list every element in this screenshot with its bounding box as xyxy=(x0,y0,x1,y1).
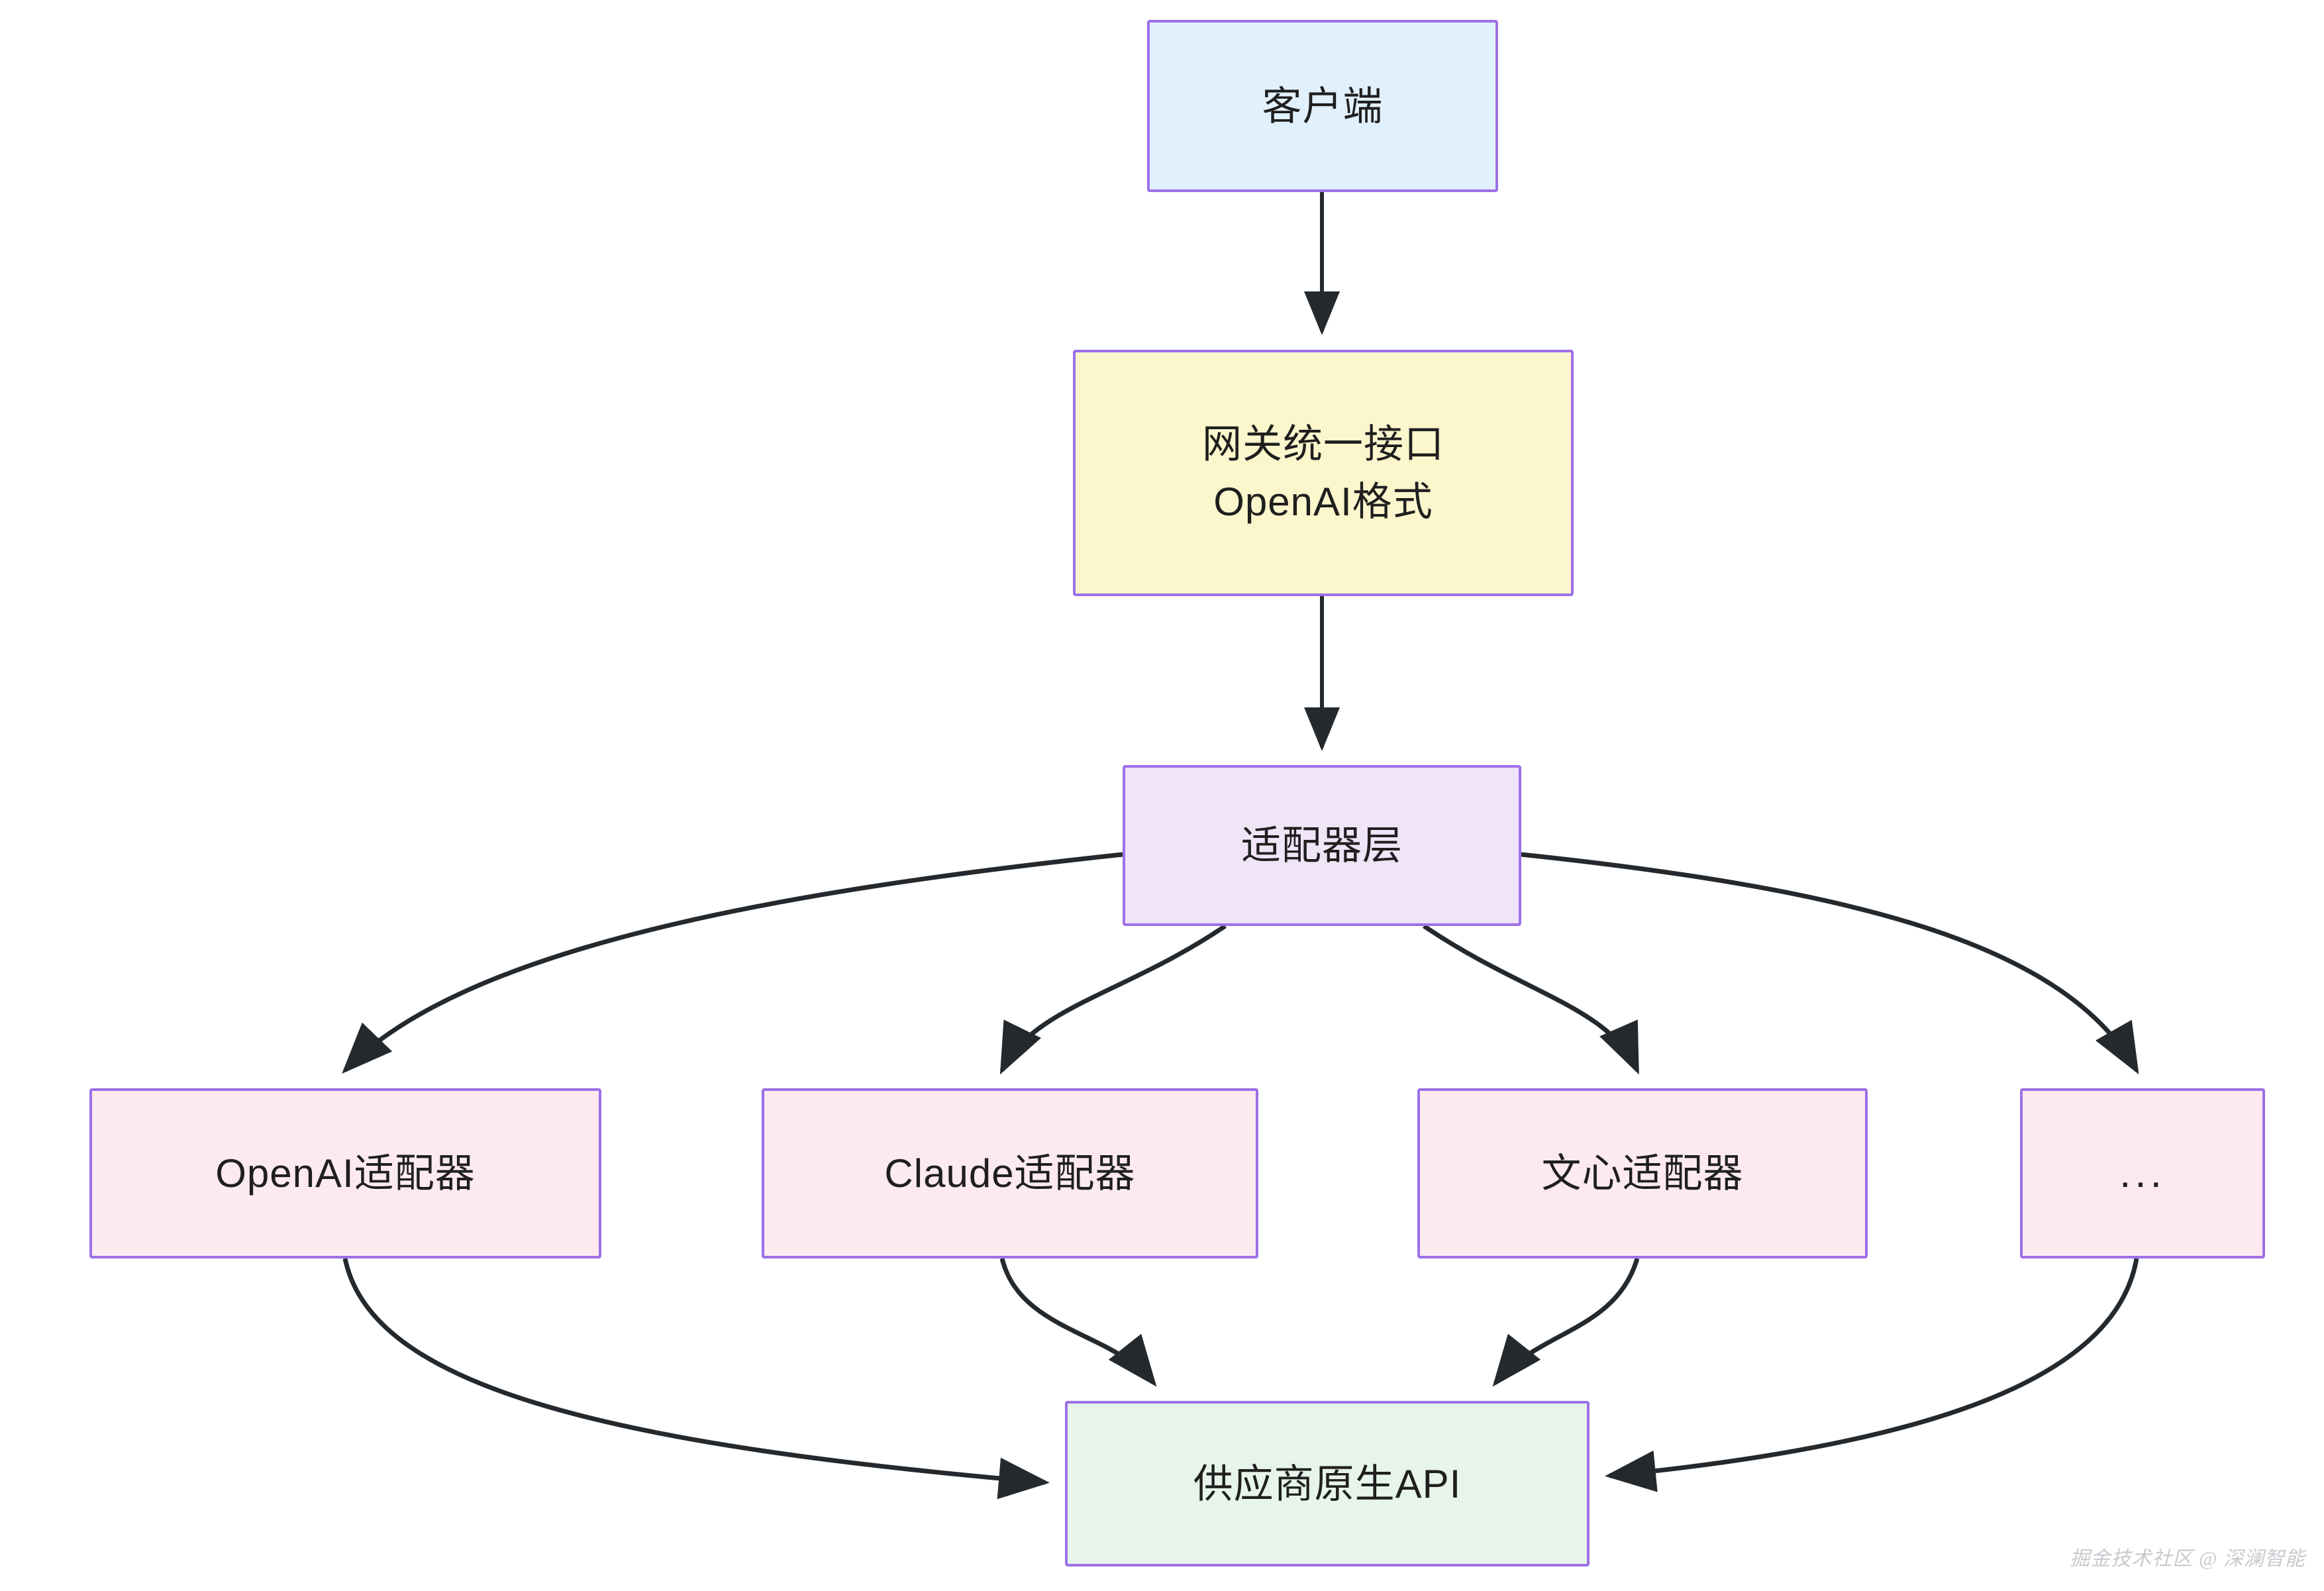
edge-adapter-layer-to-claude-adapter xyxy=(999,924,1227,1075)
edge-more-adapter-to-provider-api xyxy=(1605,1258,2139,1492)
edge-adapter-layer-to-wenxin-adapter xyxy=(1423,924,1640,1075)
node-provider-api[interactable]: 供应商原生API xyxy=(1065,1401,1590,1566)
node-wenxin-adapter-label: 文心适配器 xyxy=(1541,1151,1744,1196)
node-adapter-layer-label: 适配器层 xyxy=(1241,823,1403,868)
node-claude-adapter-label: Claude适配器 xyxy=(884,1151,1136,1196)
node-provider-api-label: 供应商原生API xyxy=(1193,1461,1462,1506)
edge-openai-adapter-to-provider-api xyxy=(342,1258,1050,1500)
node-gateway-label-line2: OpenAI格式 xyxy=(1213,480,1433,524)
node-wenxin-adapter[interactable]: 文心适配器 xyxy=(1417,1088,1868,1258)
edge-claude-adapter-to-provider-api xyxy=(999,1258,1157,1387)
node-client-label: 客户端 xyxy=(1262,83,1384,128)
node-more-adapter[interactable]: ... xyxy=(2020,1088,2265,1258)
node-openai-adapter-label: OpenAI适配器 xyxy=(215,1151,476,1196)
edge-adapter-layer-to-openai-adapter xyxy=(342,852,1123,1074)
edge-adapter-layer-to-more-adapter xyxy=(1521,852,2139,1075)
edge-wenxin-adapter-to-provider-api xyxy=(1492,1258,1640,1387)
node-openai-adapter[interactable]: OpenAI适配器 xyxy=(89,1088,601,1258)
node-more-adapter-label: ... xyxy=(2119,1150,2166,1196)
node-client[interactable]: 客户端 xyxy=(1147,20,1498,192)
node-gateway-label-line1: 网关统一接口 xyxy=(1202,422,1444,466)
node-gateway[interactable]: 网关统一接口 OpenAI格式 xyxy=(1073,350,1574,596)
watermark: 掘金技术社区 @ 深澜智能 xyxy=(2070,1548,2305,1570)
node-adapter-layer[interactable]: 适配器层 xyxy=(1123,765,1521,926)
node-claude-adapter[interactable]: Claude适配器 xyxy=(762,1088,1258,1258)
